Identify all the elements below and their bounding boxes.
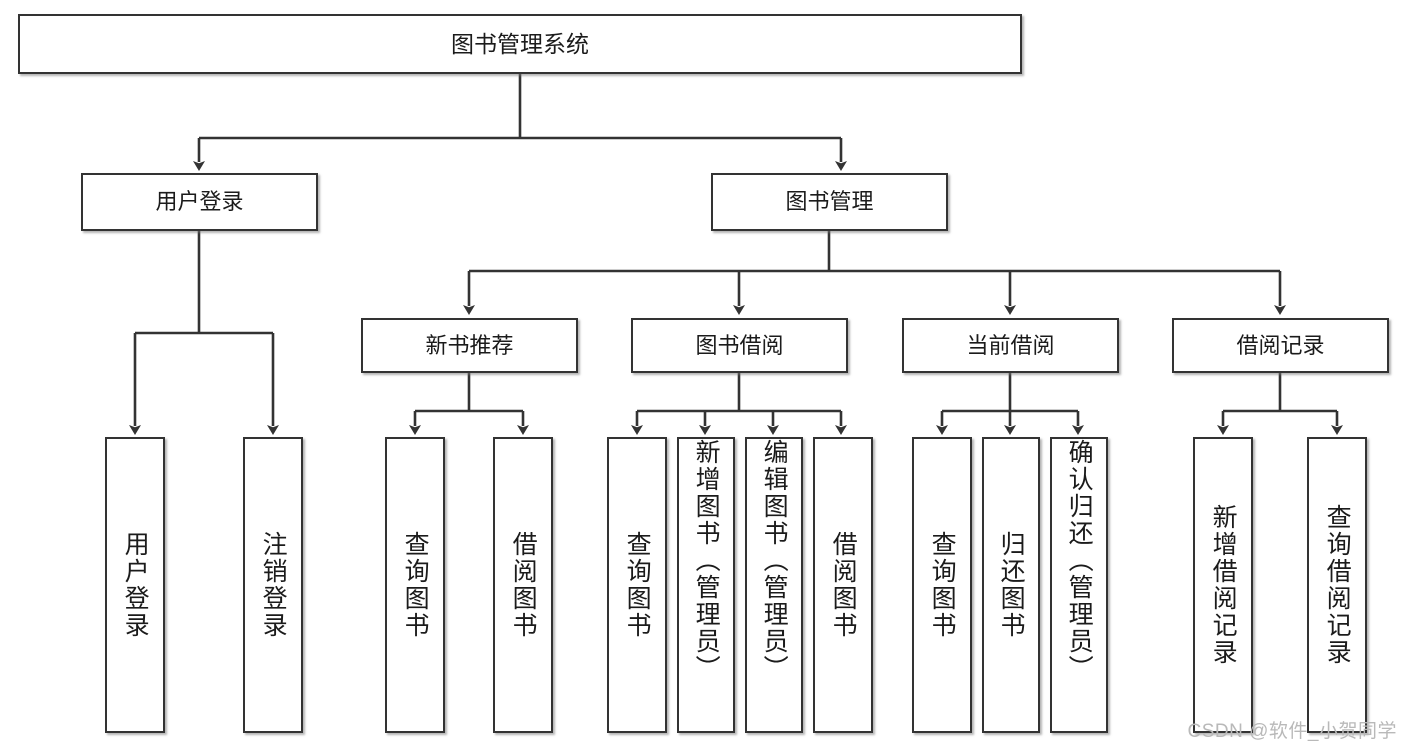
node-current-borrow[interactable]: 当前借阅 bbox=[902, 318, 1119, 373]
node-book-manage-label: 图书管理 bbox=[785, 189, 874, 215]
leaf-borrow-book-2-label: 借阅图书 bbox=[829, 531, 858, 639]
leaf-query-book-1-label: 查询图书 bbox=[401, 531, 430, 639]
leaf-return-book-label: 归还图书 bbox=[997, 531, 1026, 639]
node-user-login-label: 用户登录 bbox=[155, 189, 244, 215]
leaf-query-borrow-record-label: 查询借阅记录 bbox=[1323, 504, 1352, 666]
leaf-query-book-3[interactable]: 查询图书 bbox=[912, 437, 972, 733]
leaf-return-book[interactable]: 归还图书 bbox=[982, 437, 1040, 733]
leaf-edit-book[interactable]: 编辑图书（管理员） bbox=[745, 437, 803, 733]
leaf-add-book[interactable]: 新增图书（管理员） bbox=[677, 437, 735, 733]
leaf-confirm-return[interactable]: 确认归还（管理员） bbox=[1050, 437, 1108, 733]
leaf-add-borrow-record[interactable]: 新增借阅记录 bbox=[1193, 437, 1253, 733]
node-new-book-recommend-label: 新书推荐 bbox=[425, 332, 514, 358]
node-new-book-recommend[interactable]: 新书推荐 bbox=[361, 318, 578, 373]
node-root[interactable]: 图书管理系统 bbox=[18, 14, 1022, 74]
leaf-add-book-label: 新增图书（管理员） bbox=[692, 439, 721, 682]
leaf-user-login-label: 用户登录 bbox=[121, 531, 150, 639]
node-user-login[interactable]: 用户登录 bbox=[81, 173, 318, 231]
node-book-borrow-label: 图书借阅 bbox=[695, 332, 784, 358]
leaf-logout-label: 注销登录 bbox=[259, 531, 288, 639]
leaf-logout[interactable]: 注销登录 bbox=[243, 437, 303, 733]
leaf-add-borrow-record-label: 新增借阅记录 bbox=[1209, 504, 1238, 666]
node-book-manage[interactable]: 图书管理 bbox=[711, 173, 948, 231]
node-borrow-record[interactable]: 借阅记录 bbox=[1172, 318, 1389, 373]
leaf-borrow-book-1-label: 借阅图书 bbox=[509, 531, 538, 639]
leaf-query-borrow-record[interactable]: 查询借阅记录 bbox=[1307, 437, 1367, 733]
leaf-borrow-book-1[interactable]: 借阅图书 bbox=[493, 437, 553, 733]
leaf-user-login[interactable]: 用户登录 bbox=[105, 437, 165, 733]
node-root-label: 图书管理系统 bbox=[451, 30, 589, 57]
leaf-query-book-2-label: 查询图书 bbox=[623, 531, 652, 639]
leaf-confirm-return-label: 确认归还（管理员） bbox=[1065, 439, 1094, 682]
leaf-borrow-book-2[interactable]: 借阅图书 bbox=[813, 437, 873, 733]
leaf-query-book-3-label: 查询图书 bbox=[928, 531, 957, 639]
node-borrow-record-label: 借阅记录 bbox=[1236, 332, 1325, 358]
node-book-borrow[interactable]: 图书借阅 bbox=[631, 318, 848, 373]
csdn-watermark: CSDN @软件_小贺同学 bbox=[1187, 721, 1397, 742]
leaf-query-book-2[interactable]: 查询图书 bbox=[607, 437, 667, 733]
leaf-edit-book-label: 编辑图书（管理员） bbox=[760, 439, 789, 682]
node-current-borrow-label: 当前借阅 bbox=[966, 332, 1055, 358]
leaf-query-book-1[interactable]: 查询图书 bbox=[385, 437, 445, 733]
